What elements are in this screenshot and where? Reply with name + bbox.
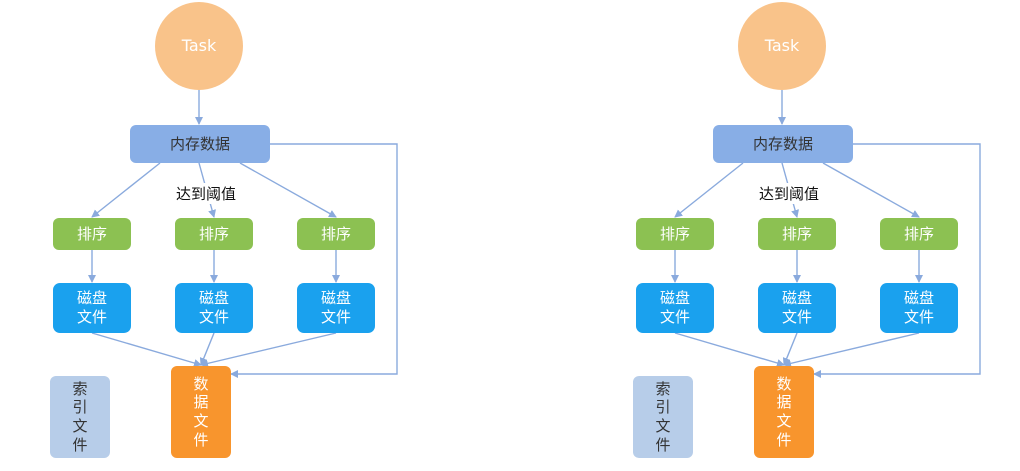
disk-file-node-3: 磁盘 文件 — [880, 283, 958, 333]
index-file-node: 索 引 文 件 — [633, 376, 693, 458]
disk-file-node-2: 磁盘 文件 — [758, 283, 836, 333]
disk-file-node-1: 磁盘 文件 — [53, 283, 131, 333]
threshold-label: 达到阈值 — [749, 183, 829, 204]
disk-3-to-data-file-arrow-right — [783, 332, 920, 368]
memory-bypass-to-data-file-arrow-left — [230, 143, 398, 378]
disk-3-to-data-file-arrow-left — [200, 332, 337, 368]
memory-to-sort-1-arrow-right — [674, 162, 744, 218]
spill-diagram-left: Task 内存数据 达到阈值 排序 排序 排序 磁盘 文件 磁盘 文件 磁盘 文… — [0, 0, 420, 471]
index-file-node: 索 引 文 件 — [50, 376, 110, 458]
sort-node-2: 排序 — [175, 218, 253, 250]
task-node: Task — [155, 2, 243, 90]
memory-data-node: 内存数据 — [130, 125, 270, 163]
data-file-node: 数 据 文 件 — [171, 366, 231, 458]
spill-diagram-right: Task 内存数据 达到阈值 排序 排序 排序 磁盘 文件 磁盘 文件 磁盘 文… — [583, 0, 1003, 471]
sort-node-3: 排序 — [880, 218, 958, 250]
disk-file-node-1: 磁盘 文件 — [636, 283, 714, 333]
memory-to-sort-3-arrow-left — [239, 162, 337, 218]
threshold-label: 达到阈值 — [166, 183, 246, 204]
sort-node-1: 排序 — [636, 218, 714, 250]
memory-to-sort-1-arrow-left — [91, 162, 161, 218]
disk-1-to-data-file-arrow-left — [91, 332, 202, 367]
memory-data-node: 内存数据 — [713, 125, 853, 163]
disk-1-to-data-file-arrow-right — [674, 332, 785, 367]
sort-node-3: 排序 — [297, 218, 375, 250]
memory-bypass-to-data-file-arrow-right — [813, 143, 981, 378]
disk-file-node-3: 磁盘 文件 — [297, 283, 375, 333]
sort-node-1: 排序 — [53, 218, 131, 250]
data-file-node: 数 据 文 件 — [754, 366, 814, 458]
memory-to-sort-3-arrow-right — [822, 162, 920, 218]
sort-node-2: 排序 — [758, 218, 836, 250]
disk-file-node-2: 磁盘 文件 — [175, 283, 253, 333]
task-node: Task — [738, 2, 826, 90]
